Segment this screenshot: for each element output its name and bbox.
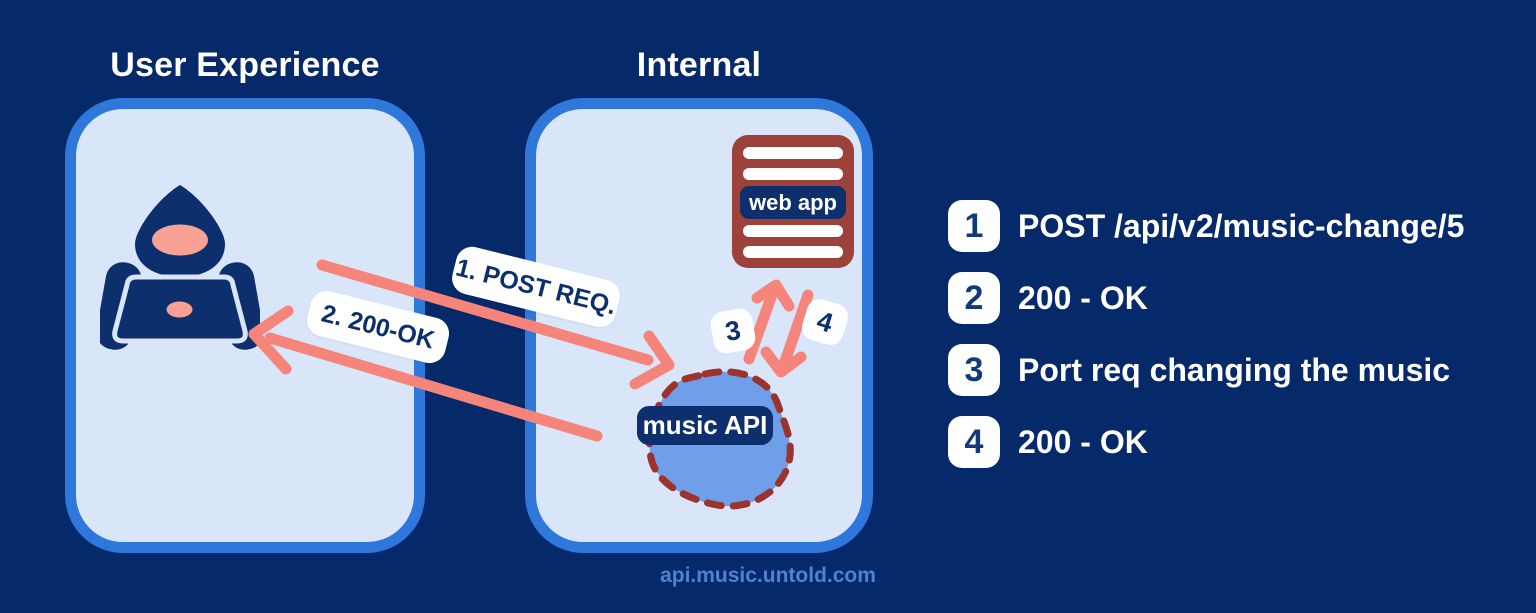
web-app-line — [743, 246, 843, 258]
legend-number-badge: 3 — [948, 344, 1000, 396]
hacker-icon — [100, 185, 260, 350]
legend-item-text: Port req changing the music — [1018, 351, 1451, 388]
legend-item-text: 200 - OK — [1018, 279, 1148, 316]
web-app-line — [743, 168, 843, 180]
user-experience-title: User Experience — [110, 46, 380, 84]
hacker-face — [152, 224, 208, 256]
music-api-label: music API — [637, 406, 773, 445]
step-3-badge: 3 — [708, 306, 758, 356]
legend-item-text: 200 - OK — [1018, 423, 1148, 460]
legend-item-text: POST /api/v2/music-change/5 — [1018, 207, 1465, 244]
web-app-icon: web app — [732, 135, 854, 268]
legend-number-badge: 1 — [948, 200, 1000, 252]
laptop-logo — [166, 301, 193, 318]
internal-title: Internal — [636, 46, 762, 84]
legend-row: 3 Port req changing the music — [948, 344, 1464, 396]
legend-number-badge: 4 — [948, 416, 1000, 468]
legend-row: 2 200 - OK — [948, 272, 1464, 324]
legend-number-badge: 2 — [948, 272, 1000, 324]
web-app-label: web app — [740, 186, 846, 219]
api-domain-caption: api.music.untold.com — [660, 564, 876, 587]
legend-row: 1 POST /api/v2/music-change/5 — [948, 200, 1464, 252]
web-app-line — [743, 225, 843, 237]
legend-row: 4 200 - OK — [948, 416, 1464, 468]
web-app-line — [743, 147, 843, 159]
legend: 1 POST /api/v2/music-change/5 2 200 - OK… — [948, 200, 1464, 468]
